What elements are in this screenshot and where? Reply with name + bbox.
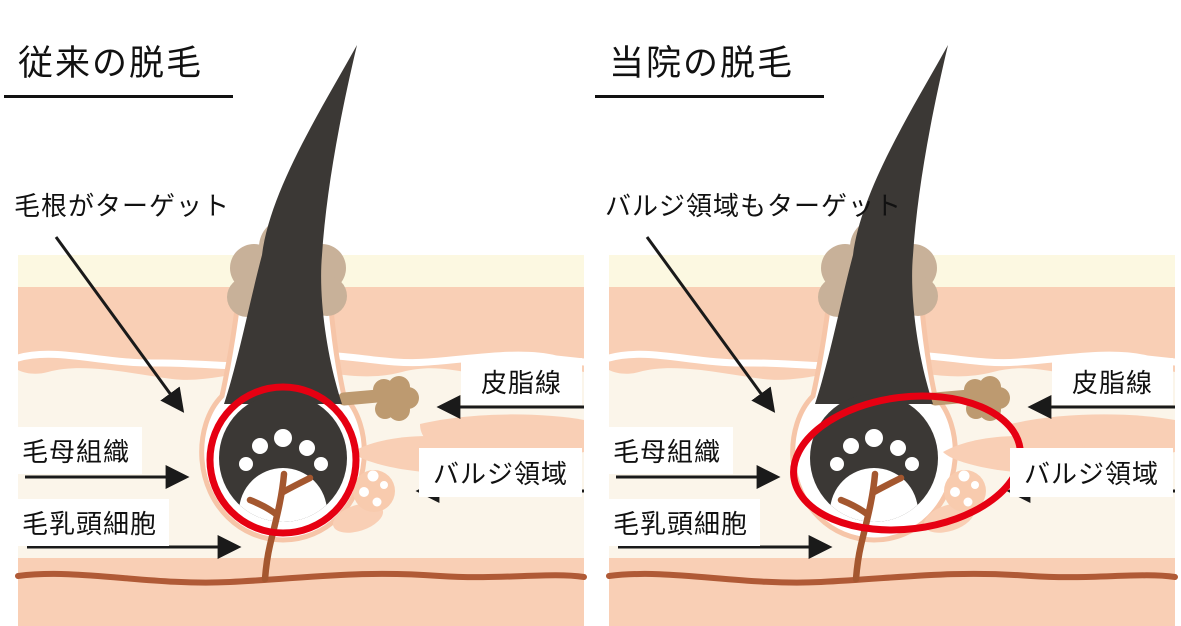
panel-conventional: 従来の脱毛 毛根がターゲット 毛母組織 毛乳頭細胞 皮脂線 バルジ領域 xyxy=(0,0,590,626)
target-annotation: バルジ領域もターゲット xyxy=(605,191,903,221)
panel-title: 当院の脱毛 xyxy=(595,31,825,99)
panel-clinic: 当院の脱毛 バルジ領域もターゲット 毛母組織 毛乳頭細胞 皮脂線 バルジ領域 xyxy=(591,0,1181,626)
label-bulge-region: バルジ領域 xyxy=(418,448,582,497)
label-hair-matrix: 毛母組織 xyxy=(10,427,143,474)
label-sebaceous-gland: 皮脂線 xyxy=(460,358,582,405)
label-dermal-papilla: 毛乳頭細胞 xyxy=(10,499,170,546)
label-hair-matrix: 毛母組織 xyxy=(601,427,734,474)
diagram-conventional xyxy=(0,0,590,626)
target-annotation: 毛根がターゲット xyxy=(14,191,231,221)
label-bulge-region: バルジ領域 xyxy=(1009,448,1173,497)
target-circle-hair-root xyxy=(206,383,360,537)
label-sebaceous-gland: 皮脂線 xyxy=(1051,358,1173,405)
panel-title: 従来の脱毛 xyxy=(4,31,234,99)
label-dermal-papilla: 毛乳頭細胞 xyxy=(601,499,761,546)
